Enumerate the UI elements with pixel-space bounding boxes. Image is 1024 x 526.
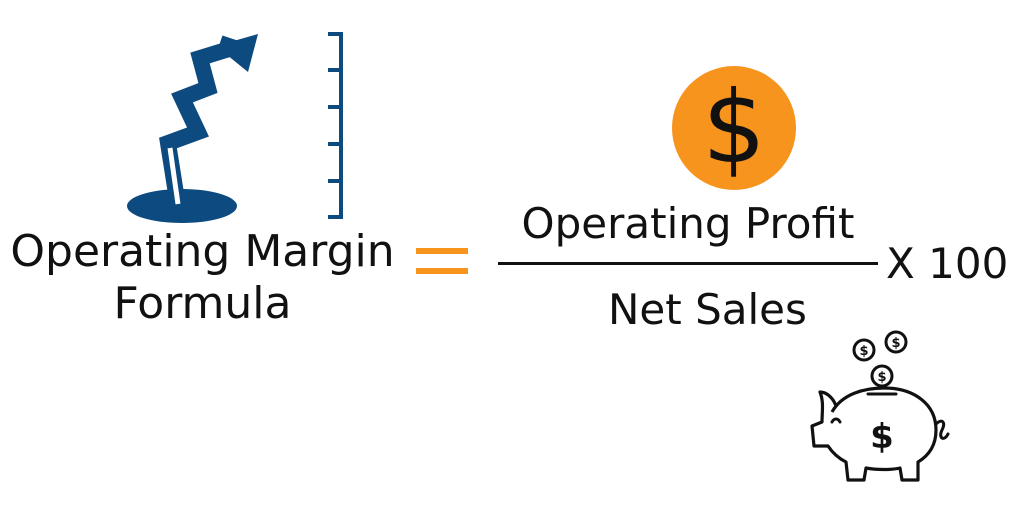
- growth-arrow-icon: [127, 32, 343, 223]
- coin-dollar-symbol: $: [859, 344, 868, 359]
- numerator: Operating Profit: [521, 199, 855, 248]
- coin-dollar-symbol: $: [891, 336, 900, 351]
- zigzag-arrow-inner: [167, 147, 181, 205]
- coin-icon: [852, 330, 908, 388]
- piggy-dollar-symbol: $: [870, 417, 894, 457]
- dollar-coin-icon: $: [672, 66, 796, 190]
- zigzag-arrow: [159, 35, 238, 208]
- dollar-symbol: $: [702, 69, 766, 186]
- formula-title-line1: Operating Margin: [10, 226, 395, 277]
- coin-dollar-symbol: $: [877, 370, 886, 385]
- fraction-line: [498, 262, 878, 265]
- hole-base: [127, 189, 237, 223]
- piggy-bank-icon: $ $ $ $: [810, 330, 950, 482]
- equals-sign: [416, 248, 468, 278]
- piggy-body: [810, 386, 938, 482]
- formula-title-line2: Formula: [113, 278, 292, 329]
- arrow-head: [216, 34, 258, 72]
- multiplier: X 100: [886, 239, 1009, 288]
- formula-title: Operating Margin Formula: [0, 226, 405, 330]
- denominator: Net Sales: [608, 285, 807, 334]
